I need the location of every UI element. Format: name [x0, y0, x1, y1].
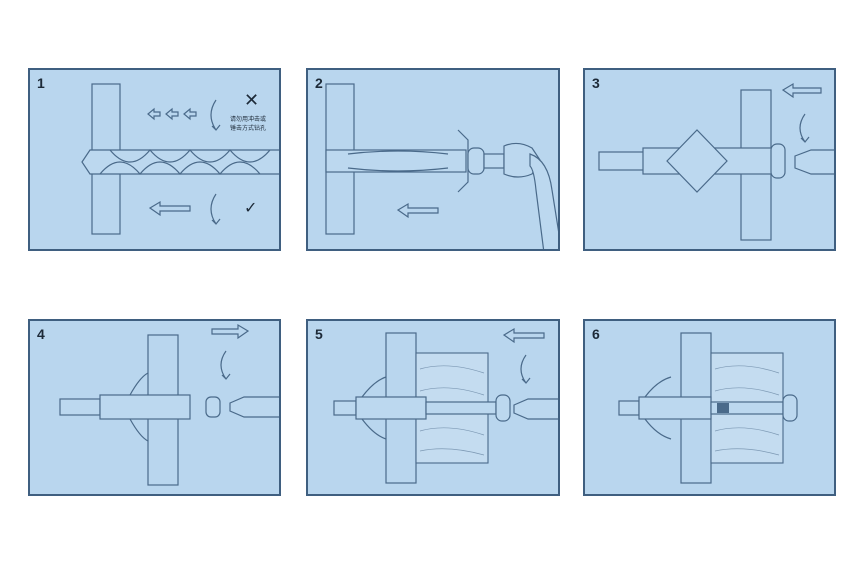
arrow-left — [781, 82, 822, 99]
step-number: 6 — [592, 326, 600, 342]
arrow-left — [396, 202, 439, 219]
anchor-set — [59, 372, 221, 442]
arrow-left — [502, 327, 545, 344]
rotation-arrow-icon — [220, 350, 231, 380]
step-4-panel: 4 — [28, 319, 281, 496]
step-3-panel: 3 — [583, 68, 836, 251]
step-6-panel: 6 — [583, 319, 836, 496]
remove-screw-illustration — [59, 323, 279, 486]
step-number: 1 — [37, 75, 45, 91]
anchor-final — [618, 376, 798, 440]
hammer-illustration — [325, 83, 558, 249]
rotation-arrow-icon — [520, 354, 531, 384]
mount-illustration — [333, 327, 558, 484]
warning-note-line1: 请勿用冲击或 — [230, 116, 267, 123]
arrow-left — [148, 200, 191, 217]
rotation-arrow-icon — [799, 113, 810, 143]
anchor-with-screw — [333, 376, 511, 440]
finished-illustration — [618, 332, 798, 484]
step-2-panel: 2 — [306, 68, 560, 251]
step-5-panel: 5 — [306, 319, 560, 496]
rotation-arrow-icon — [210, 99, 221, 131]
step-number: 4 — [37, 326, 45, 342]
step-number: 3 — [592, 75, 600, 91]
screwdriver-icon — [513, 398, 558, 420]
step-number: 5 — [315, 326, 323, 342]
drill-bit — [81, 149, 279, 175]
arrow-right — [211, 323, 250, 340]
rotation-arrow-icon-2 — [210, 193, 221, 225]
screwdriver-icon — [794, 149, 834, 175]
step-number: 2 — [315, 75, 323, 91]
anchor — [325, 129, 505, 193]
x-mark-icon: ✕ — [244, 90, 260, 111]
screwdriver-icon — [229, 396, 279, 418]
check-mark-icon: ✓ — [244, 198, 258, 217]
expand-illustration — [598, 82, 834, 241]
warning-note-line2: 锤击方式钻孔 — [230, 125, 267, 132]
hammer-icon — [503, 142, 558, 249]
drill-illustration — [81, 83, 279, 235]
arrows-left-small — [147, 107, 197, 121]
anchor-expanded — [598, 129, 786, 193]
step-1-panel: 1 ✕ 请勿用冲击或 锤击方式钻孔 ✓ — [28, 68, 281, 251]
